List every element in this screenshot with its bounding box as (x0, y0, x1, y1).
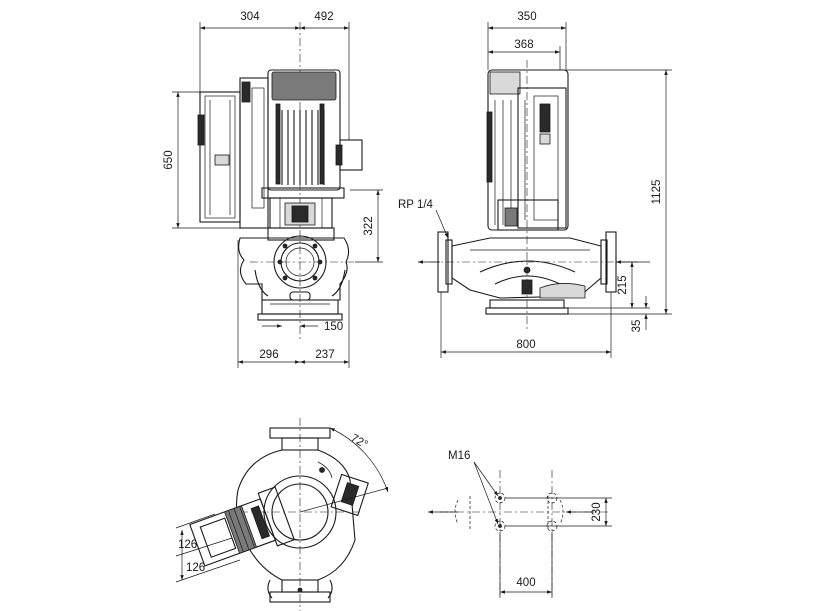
dim-label-800: 800 (516, 339, 535, 351)
dim-label-492: 492 (314, 11, 333, 23)
dim-150: 150 (262, 321, 343, 333)
top-flanges (269, 427, 331, 603)
motor-fins (281, 110, 325, 185)
dim-label-230: 230 (591, 502, 603, 521)
dim-label-296: 296 (259, 349, 278, 361)
dim-label-400: 400 (516, 577, 535, 589)
coupling-stool (269, 197, 333, 229)
dim-215: 215 (568, 261, 650, 309)
angle-label: 72° (349, 432, 370, 451)
side-view: 304 492 650 322 150 29 (163, 11, 383, 368)
dim-label-650: 650 (163, 150, 175, 169)
dim-label-126-b: 126 (186, 562, 205, 574)
port-label: RP 1/4 (398, 199, 434, 211)
dim-label-126-a: 126 (178, 539, 197, 551)
foundation-view: M16 230 400 (428, 450, 612, 598)
front-view: RP 1/4 350 368 1125 215 (398, 11, 672, 358)
dim-label-237: 237 (315, 349, 334, 361)
top-volute (235, 449, 356, 599)
dim-label-215: 215 (617, 275, 629, 294)
dim-label-322: 322 (363, 216, 375, 235)
dim-label-150: 150 (324, 321, 343, 333)
dim-1125: 1125 (566, 69, 672, 315)
dim-35: 35 (631, 296, 648, 333)
port-callout: RP 1/4 (398, 199, 449, 239)
bolt-label: M16 (448, 450, 470, 462)
dim-top: 304 492 (199, 11, 350, 140)
dim-label-368: 368 (514, 39, 533, 51)
dim-230: 230 (505, 497, 612, 527)
top-view: 72° 126 126 (175, 418, 389, 611)
dim-800: 800 (440, 292, 612, 358)
front-motor (486, 69, 569, 231)
front-pump-body (437, 231, 617, 315)
pump-feet (257, 299, 343, 321)
dim-label-304: 304 (240, 11, 260, 23)
dim-label-1125: 1125 (651, 180, 663, 205)
dim-label-350: 350 (517, 11, 536, 23)
front-dim-top: 350 368 (487, 11, 567, 70)
dim-400: 400 (499, 532, 553, 598)
pump-housing (238, 227, 350, 301)
bolt-callout: M16 (448, 450, 499, 525)
top-motor-rotated (189, 486, 296, 567)
dim-126: 126 126 (175, 513, 241, 583)
angle-72: 72° (299, 427, 389, 513)
dim-322: 322 (350, 189, 383, 263)
dim-label-35: 35 (631, 320, 643, 333)
dim-650: 650 (163, 91, 240, 229)
motor-assembly (197, 69, 363, 229)
dim-bottom: 296 237 (237, 240, 350, 368)
